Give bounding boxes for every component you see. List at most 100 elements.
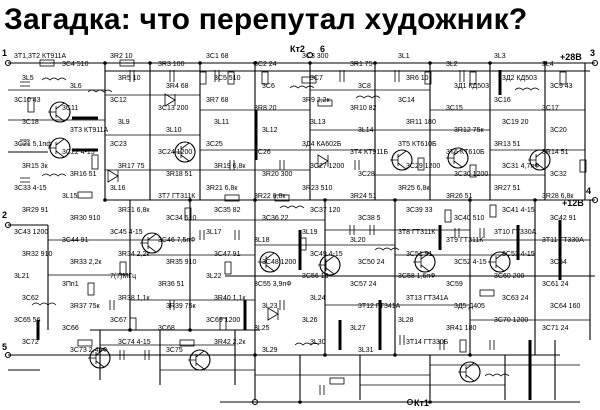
component-label: 3R30 910	[70, 215, 100, 222]
component-label: 3С2 24	[254, 61, 277, 68]
terminals	[4, 51, 599, 406]
component-label: 3R29 91	[22, 207, 49, 214]
component-label: 3L17	[206, 229, 222, 236]
terminal-number-4: 4	[586, 186, 591, 196]
component-label: 3R41 180	[446, 325, 476, 332]
diodes	[107, 93, 329, 321]
component-label: 3Т14 ГТ330Б	[406, 339, 449, 346]
component-label: 3L12	[262, 127, 278, 134]
component-label: 3Д2 КД503	[502, 75, 537, 82]
component-label: 3R26 51	[446, 193, 473, 200]
junction-dots	[103, 61, 547, 404]
component-label: 3С71 24	[542, 325, 569, 332]
component-label: 3С45 4-15	[110, 229, 143, 236]
component-label: 3С61 24	[542, 281, 569, 288]
component-label: 3С40 510	[454, 215, 484, 222]
component-label: 3С8	[358, 83, 371, 90]
component-label: 3С7	[310, 75, 323, 82]
component-label: 3R19 6,8к	[214, 163, 246, 170]
component-label: 3Т4 КТ911Б	[350, 149, 389, 156]
component-label: 3С66	[62, 325, 79, 332]
component-label: 3С68	[158, 325, 175, 332]
terminal-numbers: 1 2 3 4 5 6	[2, 44, 595, 352]
component-label: 3R40 1,1к	[214, 295, 246, 302]
transistors	[48, 101, 551, 383]
component-label: 3С22 4-15	[62, 149, 95, 156]
component-label: 3L21	[14, 273, 30, 280]
component-label: 3L31	[358, 347, 374, 354]
component-label: 3С32	[550, 171, 567, 178]
component-label: 3R12 75к	[454, 127, 484, 134]
component-label: 3L25	[254, 325, 270, 332]
component-label: 3L26	[302, 317, 318, 324]
component-label: 3R11 180	[406, 119, 436, 126]
component-label: 3Д4 КА602Б	[302, 141, 342, 148]
component-label: 3R42 2,2к	[214, 339, 246, 346]
component-label: 3С57 24	[350, 281, 377, 288]
component-label: 3R3 100	[158, 61, 185, 68]
terminal-number-1: 1	[2, 48, 7, 58]
component-label: 3Д5 Д405	[454, 303, 485, 310]
component-label: 3С36 22	[262, 215, 289, 222]
small-capacitors	[20, 70, 495, 395]
capacitor-bars	[36, 70, 562, 400]
component-label: 3С56 16	[302, 273, 329, 280]
component-label: 3С47 91	[214, 251, 241, 258]
component-label: 3R5 10	[118, 75, 141, 82]
component-label: 3С62	[22, 295, 39, 302]
component-label: 3R2 10	[110, 53, 133, 60]
component-label: 3С58 1,6пФ	[398, 273, 436, 280]
component-label: 3С5 510	[214, 75, 241, 82]
component-label: 3L28	[398, 317, 414, 324]
component-label: 3L16	[110, 185, 126, 192]
component-label: 3L24	[310, 295, 326, 302]
component-label: 3С64 160	[550, 303, 580, 310]
component-label: 3С39 33	[406, 207, 433, 214]
component-label: 3R20 300	[262, 171, 292, 178]
component-label: 3С16	[494, 97, 511, 104]
component-label: 3R35 910	[166, 259, 196, 266]
component-label: 3L6	[70, 83, 82, 90]
component-label: 3L5	[22, 75, 34, 82]
component-label: 3R8 20	[254, 105, 277, 112]
component-label: 3С72	[22, 339, 39, 346]
component-label: 3Пп1	[62, 281, 79, 288]
component-label: 3L3	[494, 53, 506, 60]
component-label: 3R10 82	[350, 105, 377, 112]
component-label: 3С48 1200	[262, 259, 296, 266]
component-label: 3R27 51	[494, 185, 521, 192]
component-label: 3С29 1200	[406, 163, 440, 170]
component-label: 3L22	[206, 273, 222, 280]
component-label: 3R4 68	[166, 83, 189, 90]
component-label: 3Т5 КТ610Б	[398, 141, 437, 148]
component-label: 3С25	[206, 141, 223, 148]
component-label: 3С3 300	[302, 53, 329, 60]
component-label: 3L9	[118, 119, 130, 126]
component-label: 3С50 24	[358, 259, 385, 266]
component-label: 3С53 4-15	[502, 251, 535, 258]
terminal-number-6: 6	[320, 44, 325, 54]
component-label: 3L14	[358, 127, 374, 134]
rail-label-kt1: Кт1	[414, 398, 429, 408]
component-label: 3R36 51	[158, 281, 185, 288]
component-label: 3С17	[542, 105, 559, 112]
component-label: 3С69 1200	[206, 317, 240, 324]
component-label: 3С42 91	[550, 215, 577, 222]
component-label: 3L10	[166, 127, 182, 134]
component-label: 3С13 200	[158, 105, 188, 112]
component-label: 3L20	[350, 237, 366, 244]
component-label: 3L30	[310, 339, 326, 346]
component-label: 3R32 910	[22, 251, 52, 258]
component-label: 3R34 2,2к	[118, 251, 150, 258]
component-label: 3С12	[110, 97, 127, 104]
circuit-schematic: +28В +12В Кт1 Кт2 1 2 3 4 5 6 3T1,3T2 КТ…	[2, 44, 599, 408]
component-label: 3L4	[542, 61, 554, 68]
component-label: 3R31 6,8к	[118, 207, 150, 214]
component-label: 3R14 51	[542, 149, 569, 156]
component-label: 3С27 1200	[310, 163, 344, 170]
rail-labels: +28В +12В Кт1 Кт2	[290, 44, 584, 408]
component-label: 3L23	[262, 303, 278, 310]
component-label: 3С23	[110, 141, 127, 148]
component-label: 3R23 510	[302, 185, 332, 192]
